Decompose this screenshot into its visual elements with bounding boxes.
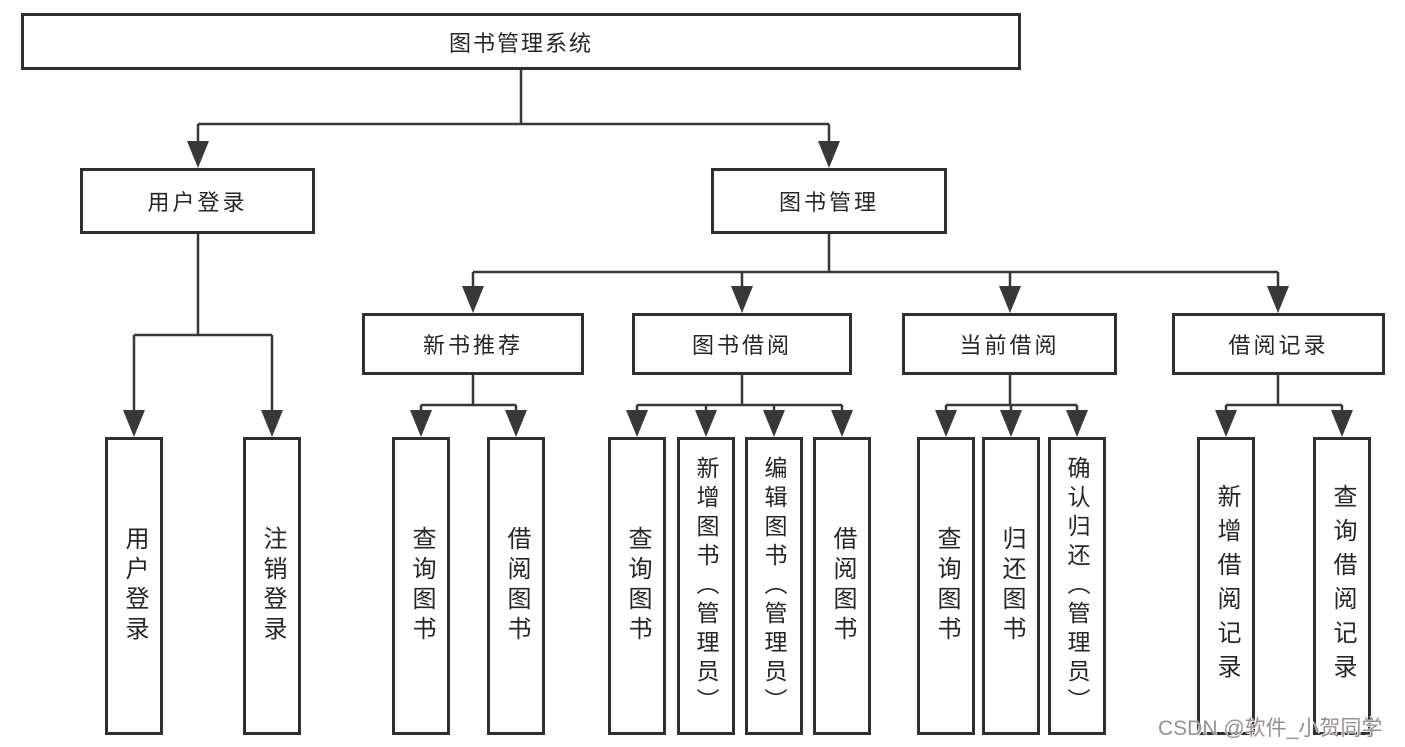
leaf-add-book-admin: 新增图书（管理员）: [677, 437, 735, 735]
leaf-query-book-current: 查询图书: [917, 437, 975, 735]
leaf-query-book-recommend: 查询图书: [392, 437, 450, 735]
arrowhead-icon: [1066, 410, 1088, 437]
arrowhead-icon: [626, 410, 648, 437]
arrowhead-icon: [763, 410, 785, 437]
leaf-borrow-book: 借阅图书: [813, 437, 871, 735]
arrowhead-icon: [695, 410, 717, 437]
arrowhead-icons: [123, 141, 1353, 437]
node-book-management: 图书管理: [711, 168, 947, 234]
node-current-borrow: 当前借阅: [902, 313, 1117, 375]
arrowhead-icon: [731, 286, 753, 313]
arrowhead-icon: [1267, 286, 1289, 313]
leaf-borrow-book-recommend: 借阅图书: [487, 437, 545, 735]
arrowhead-icon: [831, 410, 853, 437]
arrowhead-icon: [505, 410, 527, 437]
node-book-borrow: 图书借阅: [632, 313, 852, 375]
leaf-query-borrow-record: 查询借阅记录: [1313, 437, 1371, 735]
node-user-login: 用户登录: [80, 168, 315, 234]
node-root-library-system: 图书管理系统: [21, 13, 1021, 70]
leaf-add-borrow-record: 新增借阅记录: [1197, 437, 1255, 735]
arrowhead-icon: [1000, 410, 1022, 437]
arrowhead-icon: [187, 141, 209, 168]
leaf-query-book-borrow: 查询图书: [608, 437, 666, 735]
csdn-watermark: CSDN @软件_小贺同学: [1158, 717, 1383, 740]
arrowhead-icon: [935, 410, 957, 437]
arrowhead-icon: [1331, 410, 1353, 437]
arrowhead-icon: [410, 410, 432, 437]
node-borrow-record: 借阅记录: [1172, 313, 1385, 375]
leaf-edit-book-admin: 编辑图书（管理员）: [745, 437, 803, 735]
leaf-user-login: 用户登录: [105, 437, 163, 735]
leaf-confirm-return-admin: 确认归还（管理员）: [1048, 437, 1106, 735]
arrowhead-icon: [999, 286, 1021, 313]
leaf-logout: 注销登录: [243, 437, 301, 735]
arrowhead-icon: [1215, 410, 1237, 437]
arrowhead-icon: [462, 286, 484, 313]
arrowhead-icon: [261, 410, 283, 437]
arrowhead-icon: [123, 410, 145, 437]
node-new-book-recommend: 新书推荐: [362, 313, 584, 375]
arrowhead-icon: [818, 141, 840, 168]
leaf-return-book: 归还图书: [982, 437, 1040, 735]
